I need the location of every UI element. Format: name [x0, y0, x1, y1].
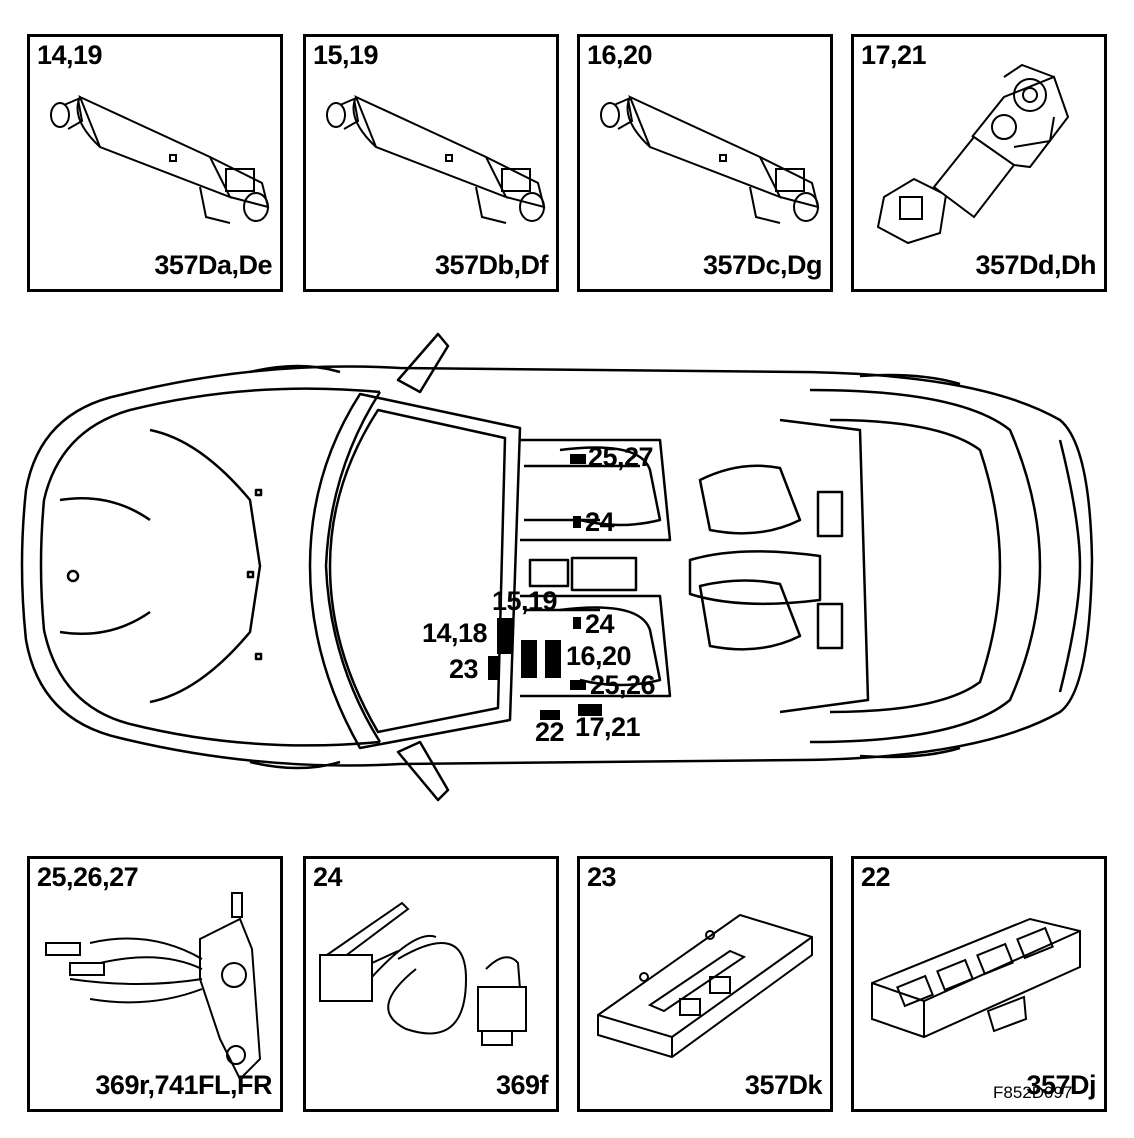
- callout-15-19: 15,19: [492, 586, 558, 616]
- callout-24-lower: 24: [585, 609, 615, 639]
- panel-micro-switch: 24 369f: [303, 856, 559, 1112]
- panel-control-module: 23 357Dk: [577, 856, 833, 1112]
- marker-14-18: [497, 618, 513, 654]
- panel-window-switch: 22 357Dj: [851, 856, 1107, 1112]
- callout-17-21: 17,21: [575, 712, 641, 742]
- micro-switch-icon: [319, 901, 527, 1046]
- door-lock-actuator-icon: [45, 892, 262, 1081]
- car-top-view-diagram: [20, 332, 1094, 802]
- callout-22: 22: [535, 717, 565, 747]
- panel-door-lock-actuator: 25,26,27 369r,741FL,FR: [27, 856, 283, 1112]
- callout-16-20: 16,20: [566, 641, 632, 671]
- window-motor-icon: [50, 95, 270, 224]
- panel-part-code: 357Db,Df: [434, 250, 549, 280]
- control-module-icon: [597, 913, 813, 1059]
- window-motor-icon: [600, 95, 820, 224]
- window-switch-panel-icon: [871, 917, 1081, 1039]
- panel-motor-front-right: 16,20 357Dc,Dg: [577, 34, 833, 292]
- panel-part-code: 357Dk: [744, 1070, 823, 1100]
- car-body-outline: [20, 332, 1094, 802]
- panel-ref-label: 23: [587, 862, 617, 892]
- marker-25-26: [570, 680, 586, 690]
- marker-17-21: [578, 704, 602, 716]
- panel-ref-label: 22: [861, 862, 891, 892]
- window-motor-gear-icon: [876, 63, 1070, 245]
- panel-motor-rear-left: 15,19 357Db,Df: [303, 34, 559, 292]
- panel-part-code: 357Dj: [1026, 1070, 1096, 1100]
- panel-ref-label: 24: [313, 862, 343, 892]
- callout-24-upper: 24: [585, 507, 615, 537]
- panel-ref-label: 15,19: [313, 40, 379, 70]
- panel-part-code: 357Dc,Dg: [702, 250, 823, 280]
- marker-22: [540, 710, 560, 720]
- window-motor-icon: [326, 95, 546, 224]
- panel-motor-front-left: 14,19 357Da,De: [27, 34, 283, 292]
- marker-24-lower: [573, 617, 581, 629]
- panel-ref-label: 16,20: [587, 40, 653, 70]
- callout-14-18: 14,18: [422, 618, 488, 648]
- panel-part-code: 357Dd,Dh: [975, 250, 1096, 280]
- marker-24-upper: [573, 516, 581, 528]
- callout-25-26: 25,26: [590, 670, 656, 700]
- panel-part-code: 357Da,De: [154, 250, 272, 280]
- panel-motor-rear-right: 17,21 357Dd,Dh: [851, 34, 1107, 292]
- marker-15-19: [521, 640, 537, 678]
- marker-16-20: [545, 640, 561, 678]
- marker-23: [488, 656, 499, 680]
- panel-ref-label: 25,26,27: [37, 862, 139, 892]
- panel-part-code: 369f: [495, 1070, 549, 1100]
- marker-25-27: [570, 454, 586, 464]
- panel-ref-label: 17,21: [861, 40, 927, 70]
- callout-25-27: 25,27: [588, 442, 654, 472]
- figure-code: F852D097: [993, 1083, 1073, 1102]
- panel-part-code: 369r,741FL,FR: [95, 1070, 272, 1100]
- panel-ref-label: 14,19: [37, 40, 103, 70]
- callout-23: 23: [449, 654, 479, 684]
